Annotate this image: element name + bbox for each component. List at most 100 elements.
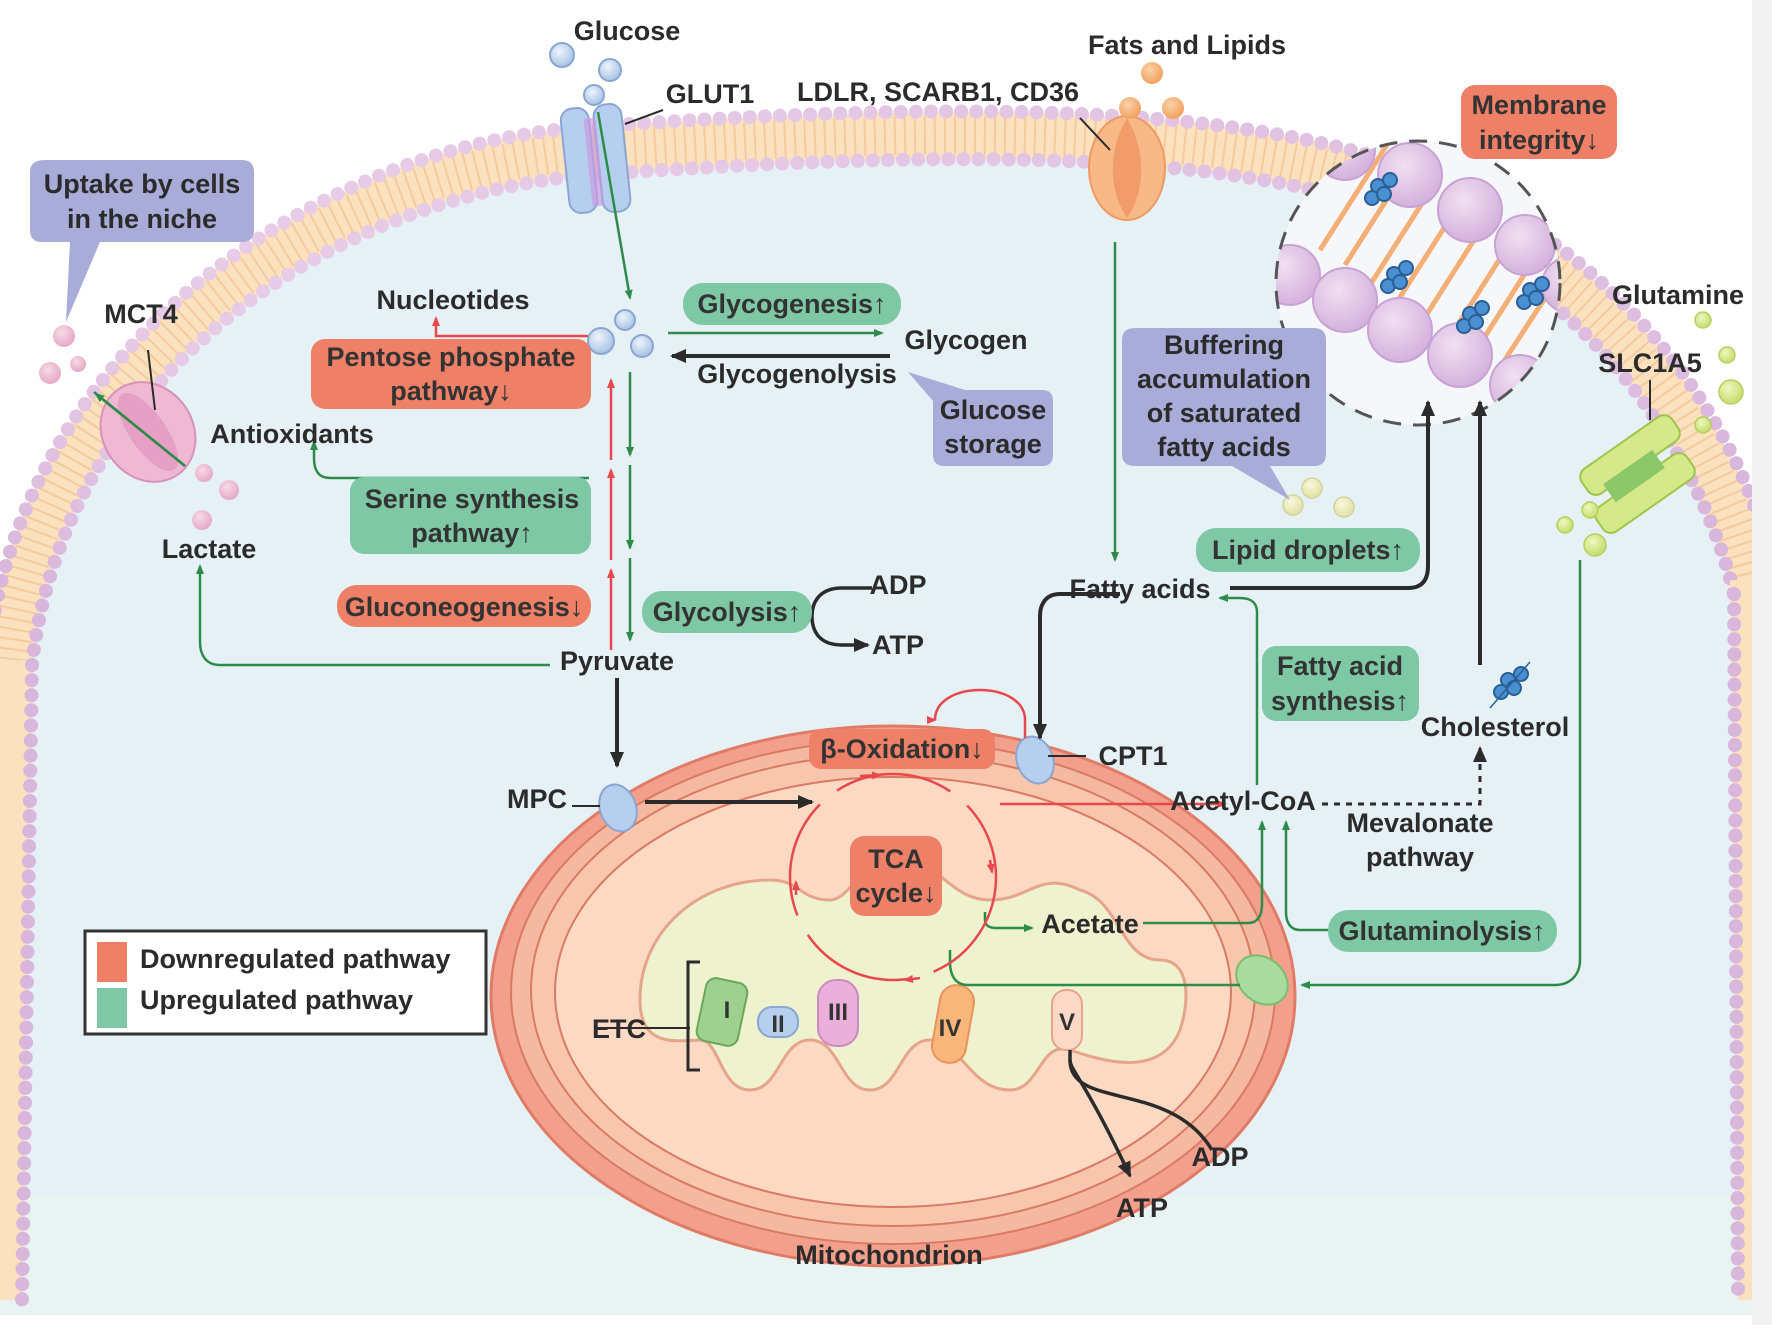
trend-up-icon: ↑ <box>1396 686 1410 716</box>
membrane-integrity-inset <box>1274 139 1562 427</box>
glut1-transporter <box>559 103 632 214</box>
cpt1-label: CPT1 <box>1098 741 1167 771</box>
cholesterol-label: Cholesterol <box>1421 712 1570 742</box>
buffering-line2: accumulation <box>1137 364 1311 394</box>
pathway-arrows <box>93 109 1651 1178</box>
glycogenolysis-label: Glycogenolysis <box>697 359 897 389</box>
glycolysis-adp-label: ADP <box>869 570 926 600</box>
glucose-storage-line2: storage <box>944 429 1042 459</box>
membrane-integrity-line2: integrity↓ <box>1479 125 1599 155</box>
acetate-label: Acetate <box>1041 909 1139 939</box>
pathway-glycogenesis: Glycogenesis↑ <box>683 283 901 325</box>
legend-swatch-up <box>97 988 127 1028</box>
legend-swatch-down <box>97 942 127 982</box>
buffering-note-bubble: Buffering accumulation of saturated fatt… <box>1122 328 1326 500</box>
glucose-storage-line1: Glucose <box>940 395 1047 425</box>
pentose-line2: pathway↓ <box>390 376 512 406</box>
complex-v-label: V <box>1059 1009 1075 1036</box>
trend-down-icon: ↓ <box>1586 125 1600 155</box>
membrane-integrity-box: Membrane integrity↓ <box>1461 85 1617 159</box>
arrow-fa-synthesis <box>1218 594 1259 785</box>
trend-down-icon: ↓ <box>970 734 984 764</box>
trend-down-icon: ↓ <box>570 592 584 622</box>
lipid-droplets-label: Lipid droplets↑ <box>1212 535 1404 565</box>
gluconeogenesis-label: Gluconeogenesis↓ <box>345 592 584 622</box>
uptake-note-line1: Uptake by cells <box>44 169 241 199</box>
cholesterol-icon <box>1489 661 1531 709</box>
glycolysis-label: Glycolysis↑ <box>653 597 802 627</box>
buffering-line1: Buffering <box>1164 330 1284 360</box>
tca-cycle-ring <box>788 771 998 983</box>
legend: Downregulated pathway Upregulated pathwa… <box>83 929 488 1036</box>
pentose-line1: Pentose phosphate <box>326 342 575 372</box>
legend-label-up: Upregulated pathway <box>140 985 413 1015</box>
fats-lipids-label: Fats and Lipids <box>1088 30 1286 60</box>
arrow-fa-to-cpt1 <box>1033 592 1120 740</box>
pathway-beta-oxidation: β-Oxidation↓ <box>809 729 995 769</box>
pathway-lipid-droplets: Lipid droplets↑ <box>1196 528 1420 572</box>
glucose-storage-bubble: Glucose storage <box>908 372 1053 466</box>
fat-receptors-label: LDLR, SCARB1, CD36 <box>797 77 1079 107</box>
pathway-gluconeogenesis: Gluconeogenesis↓ <box>337 585 591 627</box>
glycogen-label: Glycogen <box>904 325 1027 355</box>
trend-up-icon: ↑ <box>873 289 887 319</box>
glut1-label: GLUT1 <box>666 79 755 109</box>
slc1a5-label: SLC1A5 <box>1598 348 1702 378</box>
mitochondrion <box>489 724 1297 1268</box>
fat-receptor-transporter <box>1088 115 1166 221</box>
pathway-glutaminolysis: Glutaminolysis↑ <box>1328 910 1557 952</box>
trend-down-icon: ↓ <box>923 878 937 908</box>
arrow-glycolysis-atp <box>810 586 872 652</box>
glycolysis-atp-label: ATP <box>872 630 924 660</box>
arrow-antioxidants <box>310 440 589 480</box>
complex-ii-label: II <box>771 1011 784 1038</box>
arrow-atp-out <box>1068 1059 1132 1178</box>
trend-down-icon: ↓ <box>498 376 512 406</box>
fatty-acids-label: Fatty acids <box>1069 574 1210 604</box>
pathway-serine: Serine synthesis pathway↑ <box>350 477 591 554</box>
uptake-note-bubble: Uptake by cells in the niche <box>30 160 254 322</box>
arrow-fa-to-membrane <box>1230 400 1435 590</box>
glut1-pointer <box>624 109 664 125</box>
nucleotides-label: Nucleotides <box>376 285 529 315</box>
fa-synthesis-line2: synthesis↑ <box>1271 686 1409 716</box>
complex-iv-label: IV <box>939 1015 962 1042</box>
fa-synthesis-line1: Fatty acid <box>1277 651 1403 681</box>
etc-bracket <box>686 960 700 1072</box>
cholesterol-clusters <box>1364 172 1550 334</box>
glucose-molecules <box>549 42 654 358</box>
acetyl-coa-label: Acetyl-CoA <box>1170 786 1316 816</box>
fat-receptor-pointer <box>1079 117 1111 151</box>
lactate-label: Lactate <box>162 534 257 564</box>
lactate-molecules <box>39 325 239 530</box>
glutamine-molecules <box>1556 311 1744 557</box>
pyruvate-label: Pyruvate <box>560 646 674 676</box>
antioxidants-label: Antioxidants <box>210 419 374 449</box>
mct4-label: MCT4 <box>104 299 178 329</box>
glycogenesis-label: Glycogenesis↑ <box>697 289 886 319</box>
serine-line1: Serine synthesis <box>365 484 580 514</box>
tca-line2: cycle↓ <box>855 878 936 908</box>
arrow-lactate-export <box>94 392 186 467</box>
arrow-mevalonate <box>1322 752 1482 806</box>
trend-up-icon: ↑ <box>1532 916 1546 946</box>
arrow-tca-to-acetate <box>983 912 1034 932</box>
mpc-label: MPC <box>507 784 567 814</box>
arrow-glucose-uptake <box>596 111 633 300</box>
mitochondrion-label: Mitochondrion <box>795 1240 982 1270</box>
trend-up-icon: ↑ <box>519 518 533 548</box>
trend-up-icon: ↑ <box>788 597 802 627</box>
glutamine-label: Glutamine <box>1612 280 1744 310</box>
arrow-acetate-to-acetyl-coa <box>1143 820 1266 925</box>
etc-atp-label: ATP <box>1116 1193 1168 1223</box>
buffering-line3: of saturated <box>1147 398 1302 428</box>
pathway-tca: TCA cycle↓ <box>850 836 942 916</box>
complex-i-label: I <box>724 997 731 1024</box>
complex-iii-label: III <box>828 999 848 1026</box>
page-edge <box>1752 0 1772 1325</box>
labels: Glucose GLUT1 LDLR, SCARB1, CD36 Fats an… <box>104 16 1744 1270</box>
mct4-pointer <box>147 349 156 411</box>
legend-label-down: Downregulated pathway <box>140 944 451 974</box>
uptake-note-line2: in the niche <box>67 204 217 234</box>
